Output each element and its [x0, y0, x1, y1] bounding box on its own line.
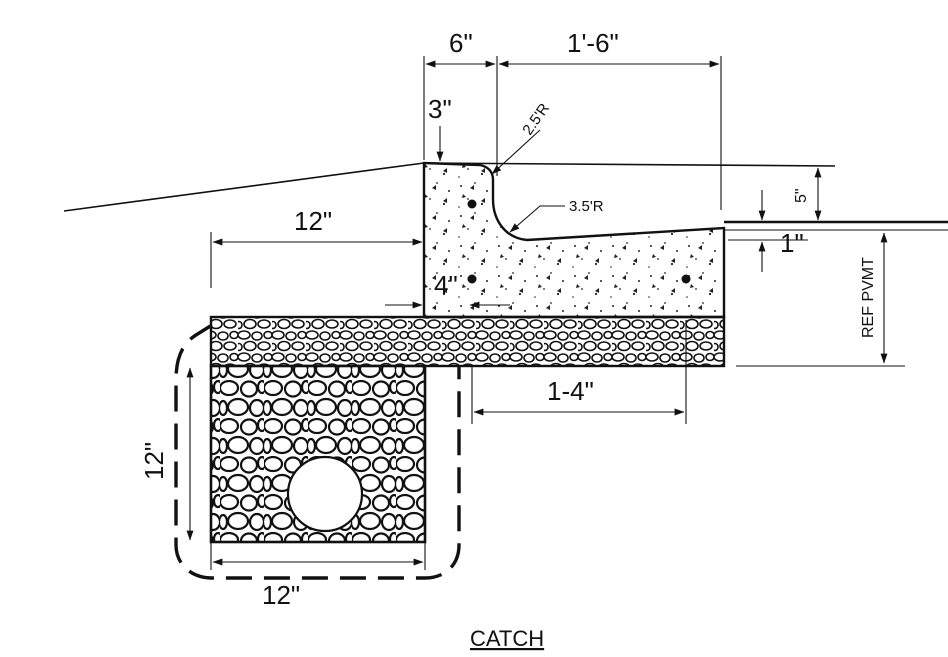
gravel-base-course — [209, 315, 726, 368]
dim-back-width: 12" — [294, 206, 332, 236]
trench-dashed-outline — [174, 323, 461, 580]
dim-gutter-drop: 1" — [780, 228, 804, 258]
concrete-curb-gutter — [422, 161, 726, 319]
rebar-upper — [467, 199, 477, 209]
dim-radius-bottom: 3.5'R — [569, 198, 604, 215]
rock-trench — [209, 364, 427, 544]
dim-base-offset: 4" — [434, 270, 458, 300]
dim-trench-width: 12" — [262, 580, 300, 610]
dim-gutter-width: 1'-6" — [567, 28, 619, 58]
drawing-title: CATCH — [470, 626, 544, 651]
dim-pavement-label: REF PVMT — [860, 257, 877, 338]
drain-pipe — [286, 455, 364, 533]
leader-radius-bottom — [509, 205, 565, 233]
dim-trench-height: 12" — [139, 442, 169, 480]
dim-curb-top-width: 6" — [449, 28, 473, 58]
dim-top-offset: 3" — [428, 94, 452, 124]
leader-radius-top — [491, 129, 541, 175]
rebar-lower — [467, 274, 477, 284]
dim-base-extension: 1-4" — [547, 376, 594, 406]
dim-radius-top: 2.5'R — [519, 100, 553, 138]
dim-curb-height: 5" — [793, 188, 810, 203]
rebar-gutter — [681, 274, 691, 284]
